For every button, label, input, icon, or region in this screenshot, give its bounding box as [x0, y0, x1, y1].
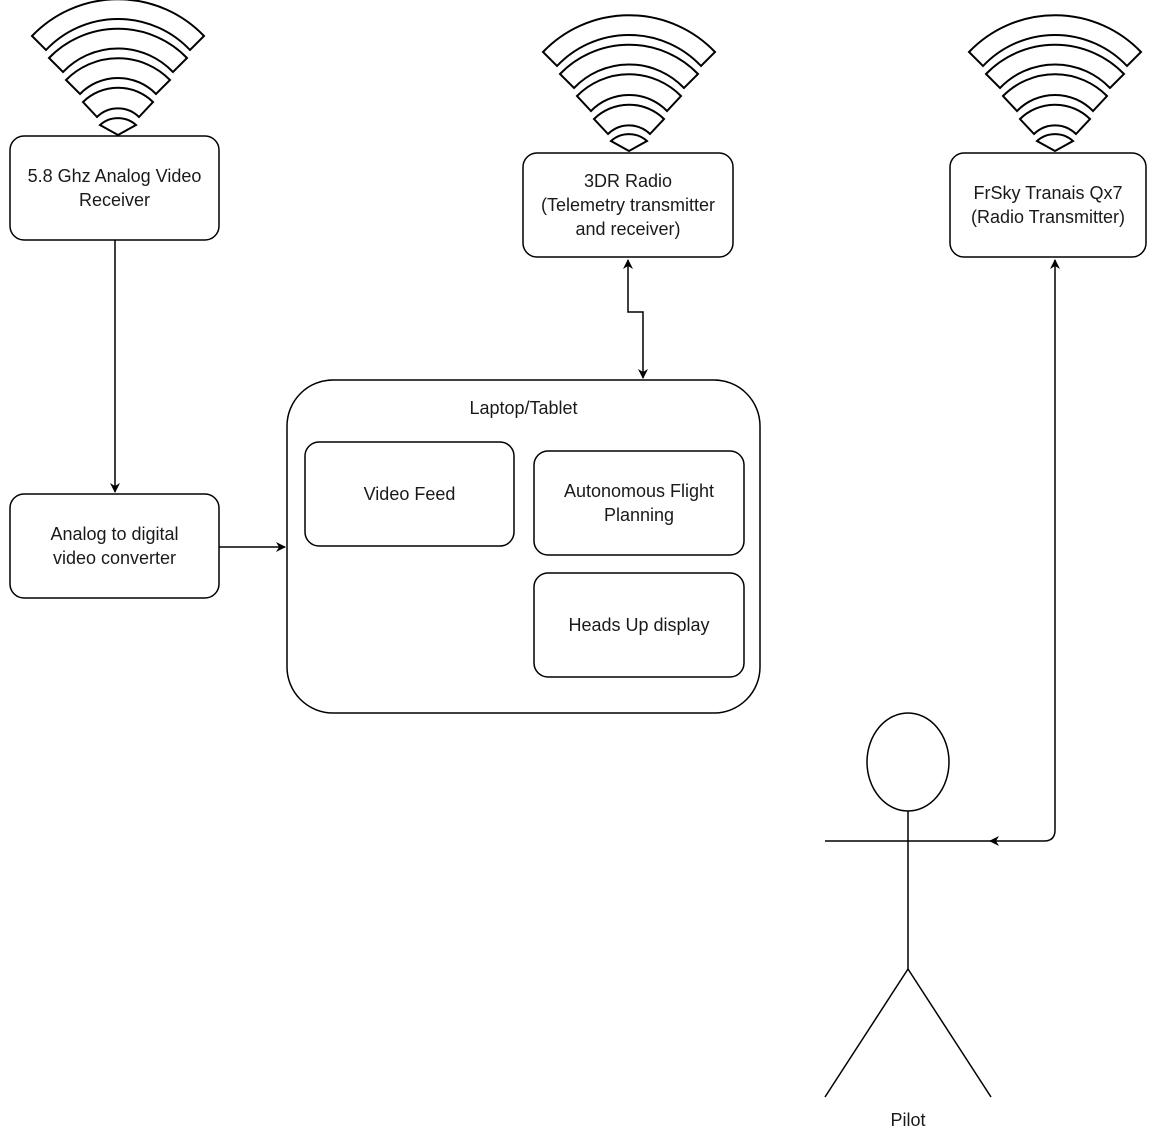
radio-laptop-bidirectional-arrow [623, 259, 648, 379]
video-converter-box [9, 493, 220, 599]
rc-transmitter-label: FrSky Tranais Qx7 (Radio Transmitter) [970, 183, 1126, 227]
video-feed-box [304, 441, 515, 547]
transmitter-pilot-bidirectional-arrow [989, 259, 1060, 846]
pilot-label: Pilot [890, 1110, 926, 1130]
telemetry-radio-label: 3DR Radio (Telemetry transmitter and rec… [540, 171, 716, 239]
heads-up-display-label: Heads Up display [568, 615, 710, 635]
flight-planning-label: Autonomous Flight Planning [563, 481, 715, 525]
wifi-icon [30, 0, 206, 137]
video-receiver-label: 5.8 Ghz Analog Video Receiver [27, 166, 202, 210]
rc-transmitter-box [949, 152, 1147, 258]
wifi-icon [541, 14, 717, 153]
flight-planning-box [533, 450, 745, 556]
heads-up-display-box [533, 572, 745, 678]
laptop-title: Laptop/Tablet [469, 398, 578, 418]
video-feed-label: Video Feed [363, 484, 456, 504]
wifi-icon [967, 14, 1143, 153]
video-converter-label: Analog to digital video converter [50, 524, 179, 568]
person-icon [824, 712, 993, 1098]
telemetry-radio-box [522, 152, 734, 258]
